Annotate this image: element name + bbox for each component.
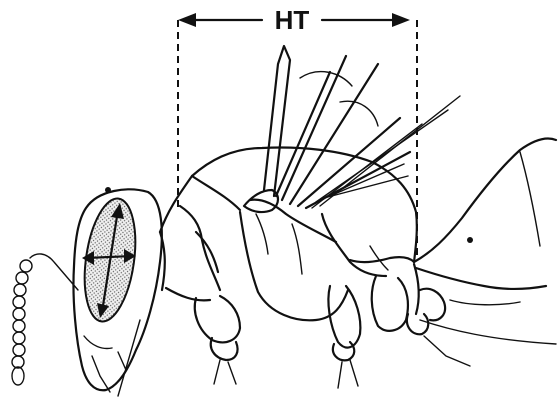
head [73,187,161,396]
ht-label: HT [275,5,310,35]
wings [244,46,460,212]
ht-left-arrowhead [178,13,196,27]
spiracle [467,237,473,243]
propodeum [414,138,556,344]
thorax [160,148,417,321]
ht-right-arrowhead [392,13,410,27]
antenna [12,254,78,385]
legs [195,264,470,388]
